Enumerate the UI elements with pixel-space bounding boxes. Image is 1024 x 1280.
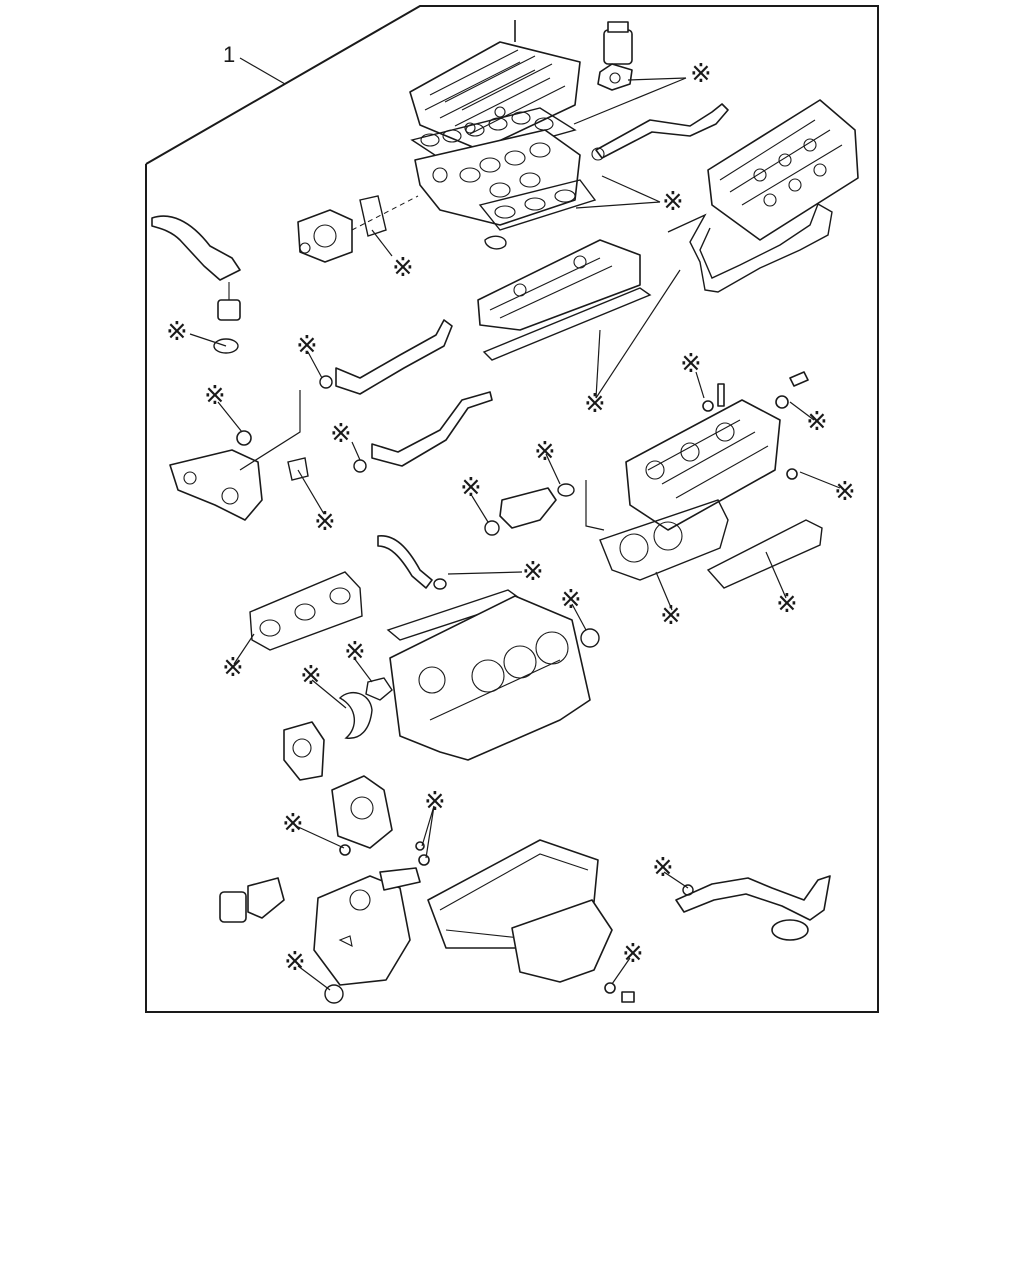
- marker: ※: [204, 381, 226, 411]
- oil-drain-plug-washer: [604, 982, 616, 994]
- oil-filter-adapter-gasket: [365, 677, 393, 701]
- marker: ※: [296, 331, 318, 361]
- marker: ※: [560, 585, 582, 615]
- marker: ※: [776, 589, 798, 619]
- marker: ※: [282, 809, 304, 839]
- head-gasket-bore-2: [653, 521, 683, 551]
- throttle-dash-line: [351, 195, 419, 231]
- coolant-bypass-tube-lower: [371, 391, 493, 467]
- marker: ※: [392, 253, 414, 283]
- lower-intake-gasket: [478, 179, 597, 250]
- callout-leader: [239, 57, 286, 85]
- oil-drain-plug: [621, 991, 635, 1003]
- coolant-pipe-fitting: [379, 867, 421, 891]
- crossover-leader: [239, 390, 301, 471]
- oil-pump: [283, 721, 325, 781]
- marker: ※: [330, 419, 352, 449]
- coolant-bypass-tube-upper: [335, 319, 453, 395]
- egr-valve: [597, 21, 633, 91]
- oil-pump-pickup-tube: [675, 875, 831, 941]
- marker: ※: [314, 507, 336, 537]
- exhaust-manifold-gasket-right: [706, 519, 823, 589]
- crankshaft-front-seal: [324, 984, 344, 1004]
- marker: ※: [662, 187, 684, 217]
- exhaust-manifold-gasket-left: [249, 571, 363, 651]
- exhaust-port-2: [294, 603, 316, 621]
- marker: ※: [284, 947, 306, 977]
- water-pump-leader: [585, 480, 605, 531]
- upper-tube-o-ring: [319, 375, 333, 389]
- valve-cover-left: [477, 239, 641, 331]
- crossover-sensor: [236, 430, 252, 446]
- marker: ※: [522, 557, 544, 587]
- valve-stem-seal-stud: [789, 371, 809, 387]
- head-bolt-washer: [702, 400, 714, 412]
- replacement-markers: ※ ※ ※ ※ ※ ※ ※ ※ ※ ※ ※ ※ ※ ※ ※ ※ ※ ※ ※ ※ …: [166, 59, 856, 977]
- rear-seal-retainer-gasket: [338, 691, 373, 739]
- exhaust-port-1: [259, 619, 281, 637]
- marker: ※: [660, 601, 682, 631]
- water-outlet-hose-neck: [151, 215, 241, 281]
- water-pump-housing: [499, 487, 557, 529]
- thermostat: [217, 282, 241, 321]
- marker: ※: [424, 787, 446, 817]
- cylinder-head-gasket-right: [599, 499, 729, 581]
- marker: ※: [300, 661, 322, 691]
- marker: ※: [584, 389, 606, 419]
- marker: ※: [806, 407, 828, 437]
- pickup-tube-o-ring: [682, 884, 694, 896]
- egr-tube: [595, 103, 729, 159]
- callout-number: 1: [223, 42, 235, 67]
- oil-filter-adapter: [219, 877, 285, 923]
- rear-main-seal: [580, 628, 600, 648]
- marker: ※: [690, 59, 712, 89]
- head-stud-washer: [786, 468, 798, 480]
- timing-cover: [313, 875, 411, 986]
- egr-tube-fitting: [591, 147, 605, 161]
- crossover-gasket: [287, 457, 309, 481]
- front-cover-upper: [331, 775, 393, 849]
- pcv-hose: [377, 535, 433, 589]
- marker: ※: [680, 349, 702, 379]
- marker: ※: [652, 853, 674, 883]
- pcv-hose-o-ring: [433, 578, 447, 590]
- head-gasket-bore: [619, 533, 649, 563]
- kit-frame: [145, 5, 879, 1013]
- lower-intake-manifold: [414, 129, 581, 226]
- water-pump-o-ring: [557, 483, 575, 497]
- head-bolt: [717, 383, 725, 407]
- valve-cover-gasket-left: [482, 287, 652, 361]
- valve-cover-gasket-right: [667, 202, 833, 293]
- spark-plug-tube-seal: [775, 395, 789, 409]
- valve-cover-right: [707, 99, 859, 241]
- upper-intake-manifold: [409, 20, 581, 151]
- marker: ※: [534, 437, 556, 467]
- water-crossover: [169, 449, 263, 521]
- throttle-body: [297, 209, 353, 263]
- marker: ※: [622, 939, 644, 969]
- throttle-body-gasket: [359, 195, 387, 237]
- water-pump-seal: [484, 520, 500, 536]
- marker: ※: [166, 317, 188, 347]
- cylinder-head-right: [625, 399, 781, 531]
- marker: ※: [222, 653, 244, 683]
- marker: ※: [460, 473, 482, 503]
- engine-block: [389, 595, 591, 761]
- front-cover-washer-2: [418, 854, 430, 866]
- marker: ※: [344, 637, 366, 667]
- exhaust-port-3: [329, 587, 351, 605]
- thermostat-o-ring: [213, 338, 239, 354]
- marker: ※: [834, 477, 856, 507]
- oil-pan-lower: [511, 899, 613, 983]
- marker-leaders: [189, 77, 841, 991]
- lower-tube-o-ring: [353, 459, 367, 473]
